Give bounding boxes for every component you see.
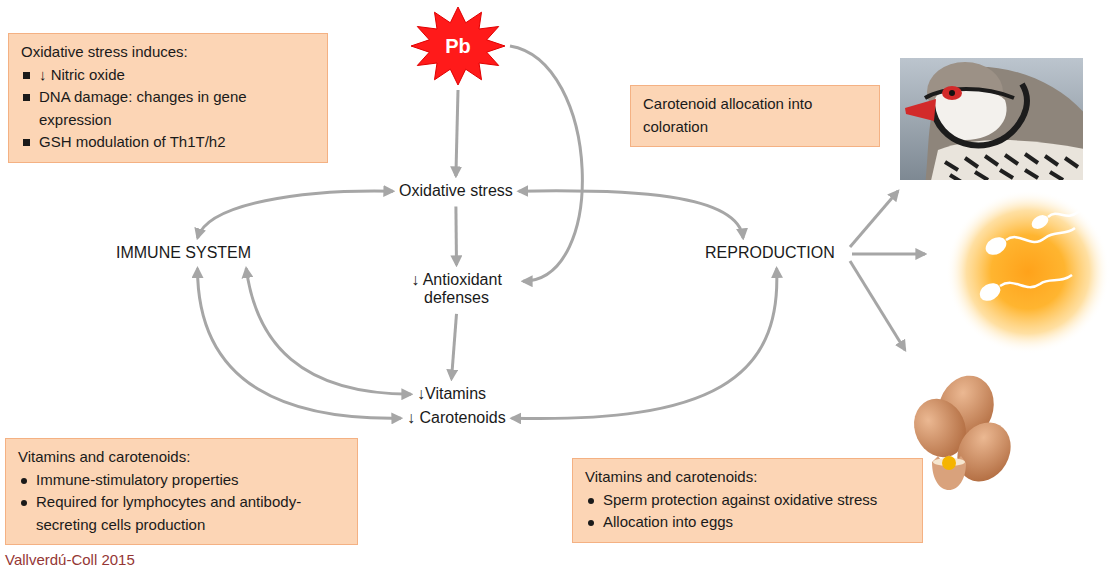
bullet-text: GSH modulation of Th1T/h2 [39,133,226,150]
concept-text: IMMUNE SYSTEM [116,244,251,262]
box-text: Oxidative stress induces: [21,41,315,64]
breast-streaks [945,154,1078,180]
connector-arrow [198,191,394,238]
bullet-text: DNA damage: changes in gene expression [39,88,247,128]
bullet-item: Required for lymphocytes and antibody-se… [18,491,345,536]
bullet-mark [21,500,27,506]
sperm-illustration [946,190,1110,354]
connector-arrow [510,46,582,281]
sperm-heads [976,212,1050,304]
concept-text: ↓Vitamins [417,385,486,402]
bird-breast [930,140,1083,180]
bullet-mark [588,498,594,504]
concept-label: ↓Vitamins [415,383,488,405]
note-box: Vitamins and carotenoids: Immune-stimulat… [5,438,358,545]
concept-text: ↓ Antioxidant defenses [411,271,502,306]
bullet-mark [588,520,594,526]
element-symbol: Pb [445,35,471,58]
illustration-arrows [850,191,925,350]
arrow [850,191,898,247]
connector-arrow [512,268,777,418]
connector-arrow [456,90,458,176]
connector-arrow [454,206,458,265]
bullet-mark [23,94,30,101]
bullet-item: DNA damage: changes in gene expression [21,86,315,131]
sperm-tails [1000,204,1096,287]
concept-text: ↓Vitamins [417,385,486,403]
partridge-photo [900,58,1083,180]
bullet-text: Required for lymphocytes and antibody-se… [36,493,301,533]
connector-arrow [519,191,743,238]
bird-eye-ring [942,86,962,100]
concept-text: ↓ Carotenoids [407,409,506,426]
bullet-item: Allocation into eggs [585,511,910,534]
arrow [852,253,925,256]
concept-text: IMMUNE SYSTEM [116,244,251,261]
concept-label: IMMUNE SYSTEM [114,242,253,264]
concept-text: REPRODUCTION [705,244,835,261]
bullet-text: Sperm protection against oxidative stres… [603,491,877,508]
bullet-item: ↓ Nitric oxide [21,64,315,87]
concept-label: ↓ Antioxidant defenses [394,269,519,310]
box-text: Vitamins and carotenoids: [585,466,910,489]
glow [946,190,1110,354]
box-heading: Vitamins and carotenoids: [18,448,190,465]
bird-eye [949,90,955,96]
concept-label: Oxidative stress [397,180,515,202]
box-heading: Vitamins and carotenoids: [585,468,757,485]
bullet-item: Immune-stimulatory properties [18,469,345,492]
note-box: Carotenoid allocation into coloration [630,85,880,147]
bullet-text: ↓ Nitric oxide [39,66,125,83]
bullet-mark [23,139,30,146]
bullet-mark [23,72,30,79]
concept-text: Oxidative stress [399,182,513,200]
bird-beak [905,99,936,121]
bird-collar [932,84,1027,146]
concept-text: Oxidative stress [399,182,513,199]
box-text: Carotenoid allocation into coloration [643,95,812,135]
connector-arrow [246,268,411,394]
note-box: Vitamins and carotenoids: Sperm protectio… [572,458,923,543]
egg-yolk [942,456,956,470]
box-text: Carotenoid allocation into coloration [643,93,867,138]
lead-star: Pb [410,6,506,86]
bullet-item: GSH modulation of Th1T/h2 [21,131,315,154]
note-box: Oxidative stress induces: ↓ Nitric oxideD… [8,33,328,163]
concept-label: REPRODUCTION [703,242,837,264]
bullet-text: Allocation into eggs [603,513,733,530]
bullet-text: Immune-stimulatory properties [36,471,239,488]
concept-text: ↓ Carotenoids [407,409,506,427]
egg-shell [932,455,966,490]
caption: Vallverdú-Coll 2015 [5,551,135,568]
box-heading: Oxidative stress induces: [21,43,188,60]
arrow [850,261,905,350]
concept-text: ↓ Antioxidant defenses [396,271,517,308]
concept-label: ↓ Carotenoids [405,407,508,429]
bullet-item: Sperm protection against oxidative stres… [585,489,910,512]
connector-arrow [198,268,402,418]
bullet-mark [21,478,27,484]
star-outline [411,7,505,85]
box-text: Vitamins and carotenoids: [18,446,345,469]
concept-text: REPRODUCTION [705,244,835,262]
connector-arrow [452,314,457,379]
bird-eye-stripe [925,89,1014,98]
